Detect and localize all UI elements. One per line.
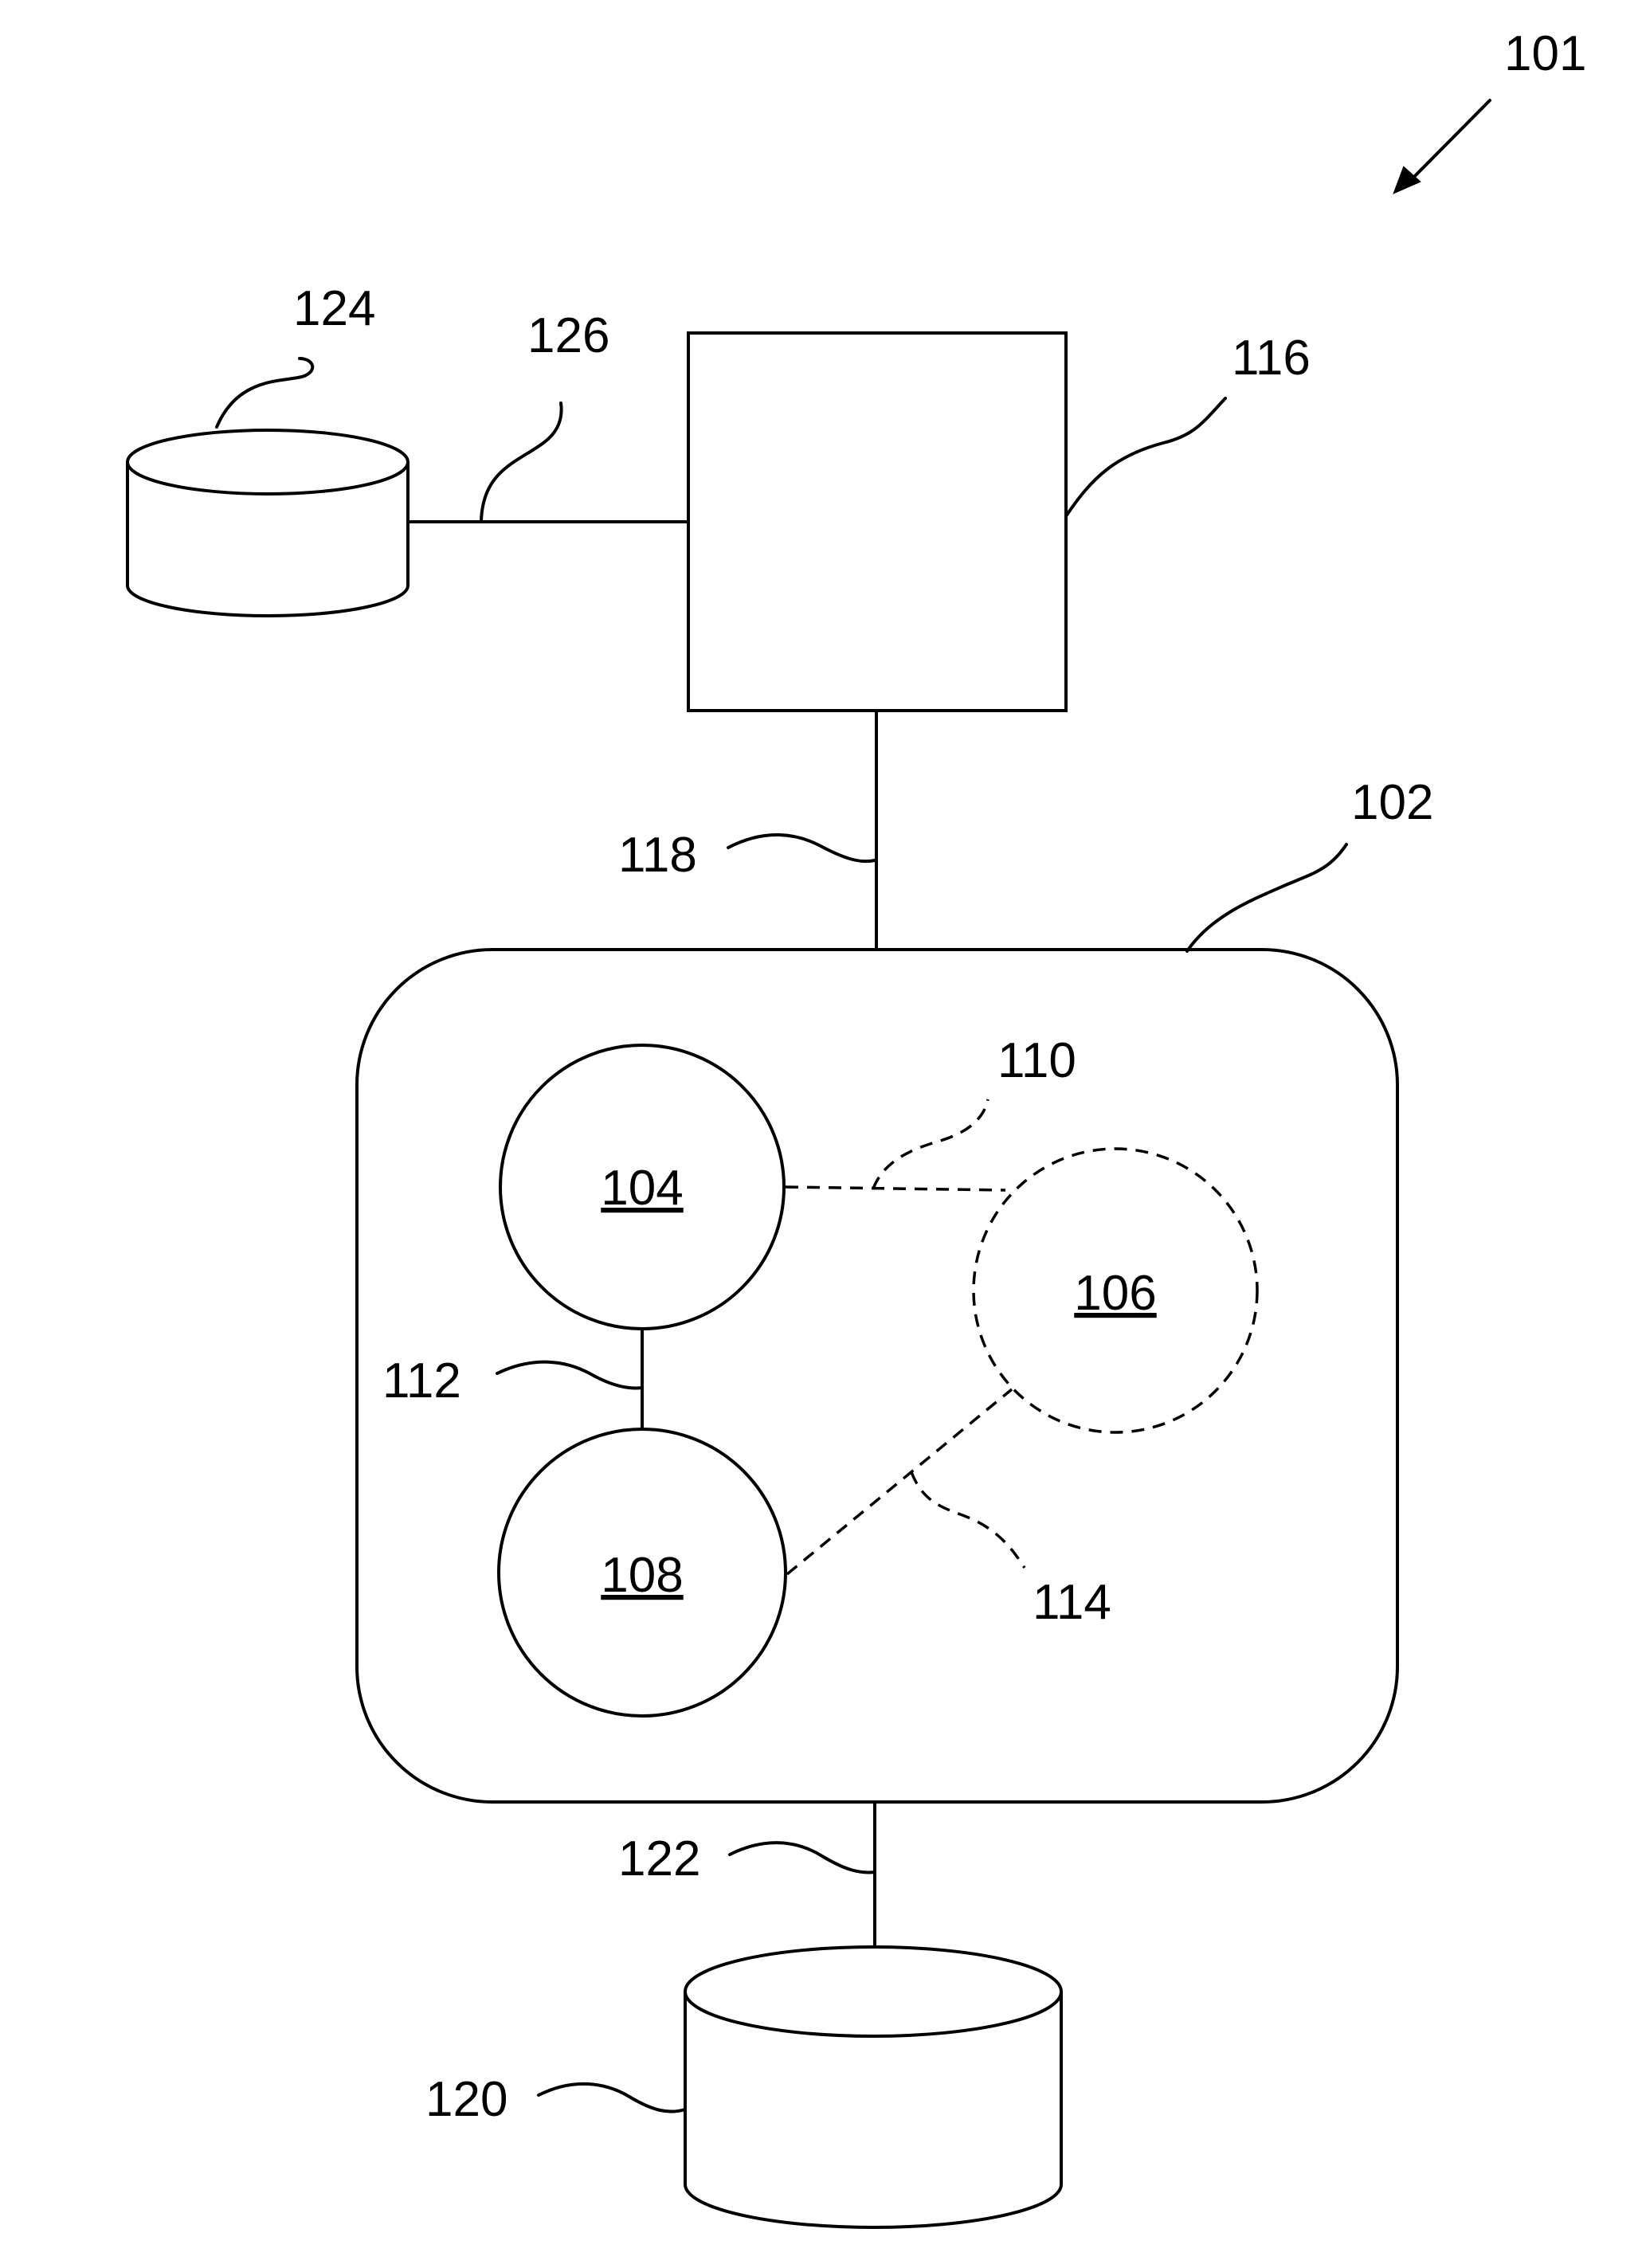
node-106: 106 <box>974 1149 1257 1432</box>
link-126: 126 <box>408 308 688 522</box>
database-120: 120 <box>425 1947 1061 2227</box>
box-116: 116 <box>688 331 1311 711</box>
label-112: 112 <box>382 1353 461 1408</box>
label-104: 104 <box>601 1161 683 1216</box>
database-120-top <box>685 1947 1061 2036</box>
node-104: 104 <box>500 1045 784 1329</box>
leader-118 <box>728 835 875 861</box>
database-124: 124 <box>127 281 408 616</box>
box-116-rect <box>688 333 1066 711</box>
label-124: 124 <box>293 281 375 336</box>
label-108: 108 <box>601 1548 683 1603</box>
leader-102 <box>1187 844 1346 951</box>
label-106: 106 <box>1074 1266 1156 1321</box>
leader-124 <box>217 358 312 427</box>
label-114: 114 <box>1033 1575 1111 1630</box>
label-102: 102 <box>1351 775 1433 830</box>
node-108: 108 <box>499 1429 786 1716</box>
label-101: 101 <box>1504 26 1586 81</box>
database-124-top <box>127 430 408 494</box>
link-122: 122 <box>618 1802 875 1949</box>
link-118: 118 <box>618 711 876 950</box>
label-116: 116 <box>1232 331 1311 386</box>
arrow-101-head <box>1394 167 1420 193</box>
leader-116 <box>1066 398 1225 516</box>
label-120: 120 <box>425 2072 507 2127</box>
label-110: 110 <box>997 1033 1076 1088</box>
figure-reference-101: 101 <box>1394 26 1586 193</box>
label-122: 122 <box>618 1831 700 1886</box>
label-118: 118 <box>618 828 697 883</box>
leader-126 <box>481 403 562 521</box>
leader-120 <box>539 2084 685 2112</box>
label-126: 126 <box>527 308 609 363</box>
arrow-101-shaft <box>1406 100 1490 185</box>
container-102-rect <box>357 950 1397 1802</box>
leader-122 <box>730 1843 875 1872</box>
